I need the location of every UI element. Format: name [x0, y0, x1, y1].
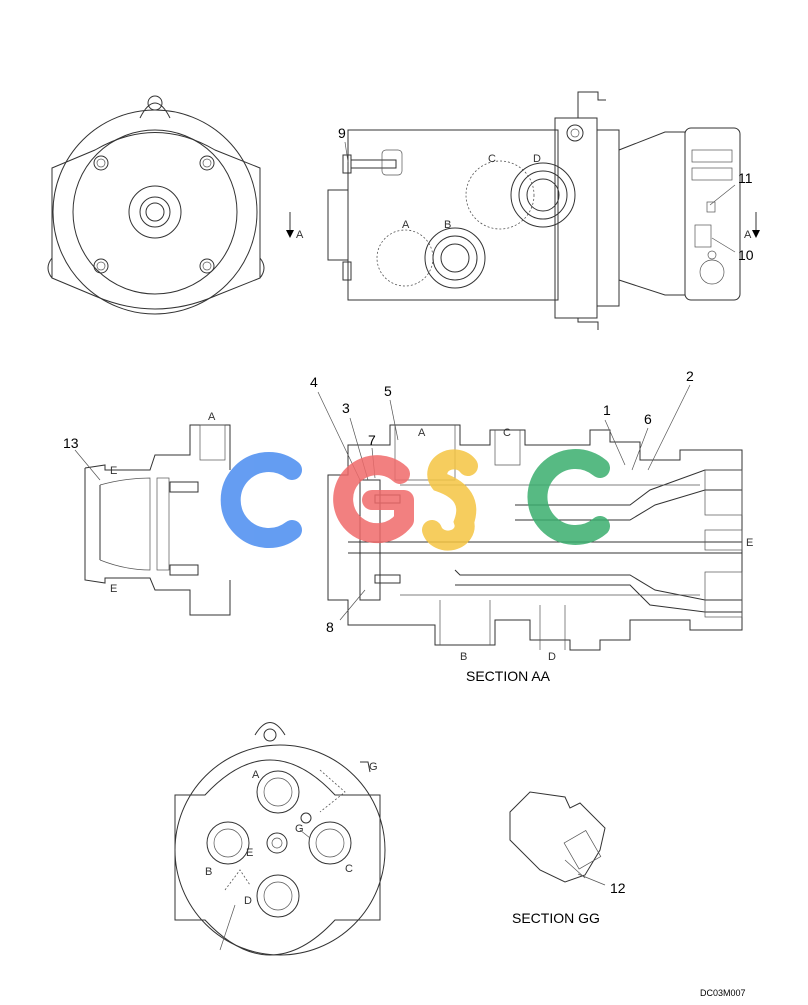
callout-6: 6	[644, 411, 652, 427]
port-label-c-section: C	[503, 427, 511, 439]
section-gg-title: SECTION GG	[512, 910, 600, 926]
callout-11: 11	[738, 170, 753, 186]
bottom-valve-view	[174, 722, 386, 956]
callout-9: 9	[338, 125, 346, 141]
cgsc-watermark-logo	[220, 449, 610, 551]
port-label-a-valve: A	[252, 769, 260, 781]
section-marker-a-right-label: A	[744, 229, 752, 241]
section-marker-a-left: A	[286, 212, 304, 241]
callout-10: 10	[738, 247, 754, 263]
section-aa-title: SECTION AA	[466, 668, 551, 684]
port-label-b-valve: B	[205, 866, 212, 878]
callout-2: 2	[686, 368, 694, 384]
port-label-c-valve: C	[345, 863, 353, 875]
port-label-c-side: C	[488, 153, 496, 165]
port-label-e-section: E	[746, 537, 753, 549]
port-label-a-side: A	[402, 219, 410, 231]
port-labels: C D A B A E E A C E B D A B C D E G G	[110, 153, 753, 907]
leader-lines	[74, 141, 736, 621]
port-label-g-valve: G	[295, 823, 304, 835]
callout-5: 5	[384, 383, 392, 399]
port-label-a-section: A	[418, 427, 426, 439]
callout-8: 8	[326, 619, 334, 635]
drawing-code: DC03M007	[700, 988, 746, 998]
port-label-d-side: D	[533, 153, 541, 165]
port-label-g-marker: G	[369, 761, 378, 773]
callout-12: 12	[610, 880, 626, 896]
port-label-e-left-top: E	[110, 465, 117, 477]
port-label-a-left: A	[208, 411, 216, 423]
section-gg-view	[509, 791, 606, 886]
port-label-b-section: B	[460, 651, 467, 663]
callout-4: 4	[310, 374, 318, 390]
callout-3: 3	[342, 400, 350, 416]
section-marker-a-right: A	[744, 212, 760, 241]
port-label-b-side: B	[444, 219, 451, 231]
callout-numbers: 1 2 3 4 5 6 7 8 9 10 11 12 13	[63, 125, 754, 896]
section-aa-left-part	[84, 424, 231, 616]
section-marker-a-left-label: A	[296, 229, 304, 241]
port-label-d-valve: D	[244, 895, 252, 907]
side-view	[327, 91, 741, 330]
callout-7: 7	[368, 432, 376, 448]
callout-13: 13	[63, 435, 79, 451]
front-view	[47, 95, 265, 315]
callout-1: 1	[603, 402, 611, 418]
port-label-e-valve: E	[246, 847, 253, 859]
port-label-d-section: D	[548, 651, 556, 663]
port-label-e-left-bottom: E	[110, 583, 117, 595]
